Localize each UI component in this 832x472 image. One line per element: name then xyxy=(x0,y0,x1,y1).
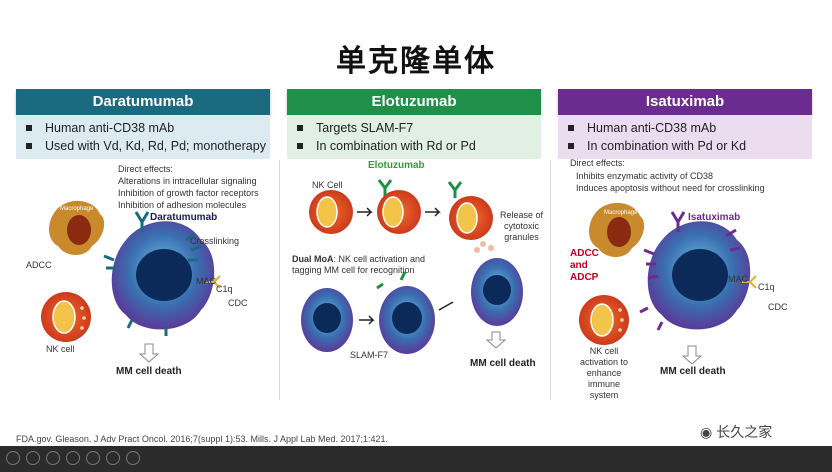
bullet-list: Targets SLAM-F7 In combination with Rd o… xyxy=(287,115,541,159)
antibody-icon xyxy=(447,181,463,198)
mm-cell-icon xyxy=(301,288,353,352)
column-header: Isatuximab xyxy=(558,89,812,115)
c1q-icon xyxy=(206,275,221,289)
column-isatuximab: Isatuximab Human anti-CD38 mAb In combin… xyxy=(558,89,812,159)
nk-cell-icon xyxy=(449,196,494,253)
direct-effect-item: Inhibition of adhesion molecules xyxy=(118,200,247,210)
mac-label: MAC xyxy=(196,276,216,286)
direct-effect-item: Inhibits enzymatic activity of CD38 xyxy=(576,171,714,181)
copy-icon[interactable] xyxy=(66,451,80,465)
page-title: 单克隆单体 xyxy=(336,44,496,79)
right-arrow-icon xyxy=(357,207,373,217)
drug-label: Isatuximab xyxy=(688,212,741,223)
macrophage-label: Macrophage xyxy=(604,210,638,216)
column-divider xyxy=(550,160,551,400)
mm-cell-icon xyxy=(379,286,435,354)
adcc-adcp-label: ADCC and ADCP xyxy=(570,248,599,283)
menu-icon[interactable] xyxy=(46,451,60,465)
antibody-icon xyxy=(639,211,741,331)
isatuximab-diagram xyxy=(579,202,757,365)
citation-footer: FDA.gov. Gleason. J Adv Pract Oncol. 201… xyxy=(16,434,389,444)
column-header: Daratumumab xyxy=(16,89,270,115)
prev-icon[interactable] xyxy=(6,451,20,465)
right-arrow-icon xyxy=(359,315,375,325)
right-arrow-icon xyxy=(425,207,441,217)
wechat-icon: ◉ xyxy=(700,425,713,441)
nk-cell-label: NK cell xyxy=(46,344,75,354)
column-elotuzumab: Elotuzumab Targets SLAM-F7 In combinatio… xyxy=(287,89,541,159)
bullet-item: Targets SLAM-F7 xyxy=(287,119,541,137)
presentation-toolbar xyxy=(0,446,832,472)
direct-effects-title: Direct effects: xyxy=(570,158,625,168)
column-daratumumab: Daratumumab Human anti-CD38 mAb Used wit… xyxy=(16,89,270,159)
cdc-label: CDC xyxy=(228,298,248,308)
crosslinking-label: Crosslinking xyxy=(190,236,240,246)
mm-cell-icon xyxy=(471,258,523,326)
drug-label: Daratumumab xyxy=(150,212,218,223)
watermark: ◉长久之家 xyxy=(700,425,773,441)
antibody-icon xyxy=(103,211,202,336)
nk-cell-icon xyxy=(579,295,629,345)
down-arrow-icon xyxy=(485,331,507,349)
mm-cell-icon xyxy=(647,221,751,330)
bullet-list: Human anti-CD38 mAb Used with Vd, Kd, Rd… xyxy=(16,115,270,159)
direct-effect-item: Induces apoptosis without need for cross… xyxy=(576,183,765,193)
bullet-item: In combination with Rd or Pd xyxy=(287,137,541,155)
nk-cell-icon xyxy=(41,292,91,342)
antibody-icon xyxy=(376,271,407,290)
daratumumab-diagram xyxy=(41,200,221,363)
direct-effect-item: Inhibition of growth factor receptors xyxy=(118,188,259,198)
bullet-icon xyxy=(568,142,574,149)
down-arrow-icon xyxy=(138,343,160,363)
nk-caption: NK cell activation to enhance immune sys… xyxy=(579,346,629,400)
nk-cell-icon xyxy=(309,190,353,234)
dual-moa-text: Dual MoA: NK cell activation and tagging… xyxy=(292,254,426,275)
release-label: Release of cytotoxic granules xyxy=(500,210,544,242)
bullet-icon xyxy=(297,124,303,131)
bullet-item: Used with Vd, Kd, Rd, Pd; monotherapy xyxy=(16,137,270,155)
slide: 单克隆单体 Daratumumab Human anti-CD38 mAb Us… xyxy=(0,0,832,446)
death-label: MM cell death xyxy=(470,358,536,369)
nk-cell-icon xyxy=(377,190,421,234)
macrophage-icon xyxy=(589,202,645,257)
macrophage-icon xyxy=(49,200,105,255)
bullet-icon xyxy=(568,124,574,131)
column-header: Elotuzumab xyxy=(287,89,541,115)
slamf7-label: SLAM-F7 xyxy=(350,350,389,360)
more-icon[interactable] xyxy=(126,451,140,465)
antibody-icon xyxy=(377,179,393,196)
elotuzumab-diagram xyxy=(301,179,523,354)
mm-cell-icon xyxy=(111,221,215,330)
next-icon[interactable] xyxy=(26,451,40,465)
death-label: MM cell death xyxy=(116,366,182,377)
mac-label: MAC xyxy=(728,274,748,284)
drug-label: Elotuzumab xyxy=(368,160,425,171)
zoom-icon[interactable] xyxy=(86,451,100,465)
down-arrow-icon xyxy=(681,345,703,365)
bullet-item: Human anti-CD38 mAb xyxy=(16,119,270,137)
bullet-icon xyxy=(26,142,32,149)
c1q-icon xyxy=(742,275,757,289)
nk-cell-label: NK Cell xyxy=(312,180,343,190)
c1q-label: C1q xyxy=(216,284,233,294)
pen-icon[interactable] xyxy=(106,451,120,465)
direct-effect-item: Alterations in intracellular signaling xyxy=(118,176,257,186)
bullet-list: Human anti-CD38 mAb In combination with … xyxy=(558,115,812,159)
c1q-label: C1q xyxy=(758,282,775,292)
direct-effects-title: Direct effects: xyxy=(118,164,173,174)
death-label: MM cell death xyxy=(660,366,726,377)
bullet-item: In combination with Pd or Kd xyxy=(558,137,812,155)
bullet-icon xyxy=(26,124,32,131)
column-divider xyxy=(279,160,280,400)
bullet-item: Human anti-CD38 mAb xyxy=(558,119,812,137)
right-arrow-icon xyxy=(438,301,454,311)
macrophage-label: Macrophage xyxy=(60,206,94,212)
adcc-label: ADCC xyxy=(26,260,52,270)
cdc-label: CDC xyxy=(768,302,788,312)
bullet-icon xyxy=(297,142,303,149)
